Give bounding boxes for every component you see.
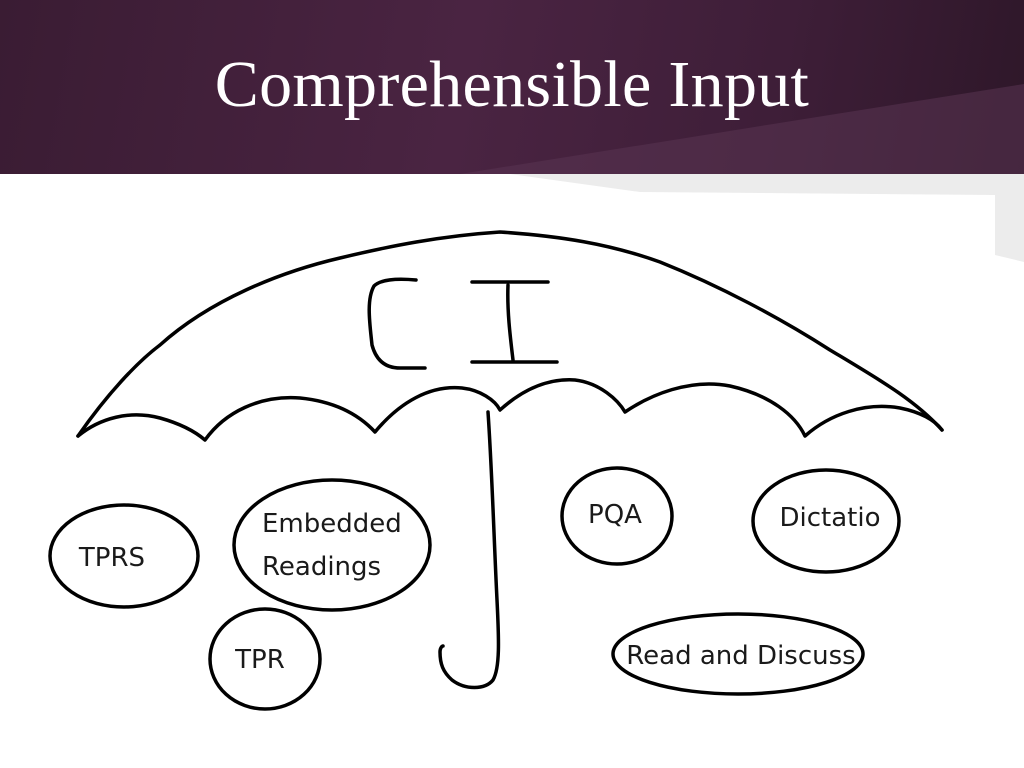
bubble-label-dictatio: Dictatio [780,503,881,533]
bubble-dictatio: Dictatio [753,470,899,572]
ci-lettering [369,279,557,368]
bubble-label-readings: Readings [262,552,381,582]
bubble-label-tpr: TPR [234,645,285,675]
bubble-label-tprs: TPRS [78,543,145,573]
bubble-tpr: TPR [210,609,320,709]
bubble-tprs: TPRS [50,505,198,607]
umbrella-scallops [78,380,942,440]
bubble-read-and-discuss: Read and Discuss [613,614,863,694]
umbrella-handle [440,412,498,688]
bubble-label-pqa: PQA [588,500,642,530]
banner-shadow-wedge [510,174,1024,262]
bubble-label-embedded: Embedded [262,509,402,539]
bubble-embedded-readings: Embedded Readings [234,480,430,610]
bubble-label-read-and-discuss: Read and Discuss [626,641,855,671]
bubble-pqa: PQA [562,468,672,564]
